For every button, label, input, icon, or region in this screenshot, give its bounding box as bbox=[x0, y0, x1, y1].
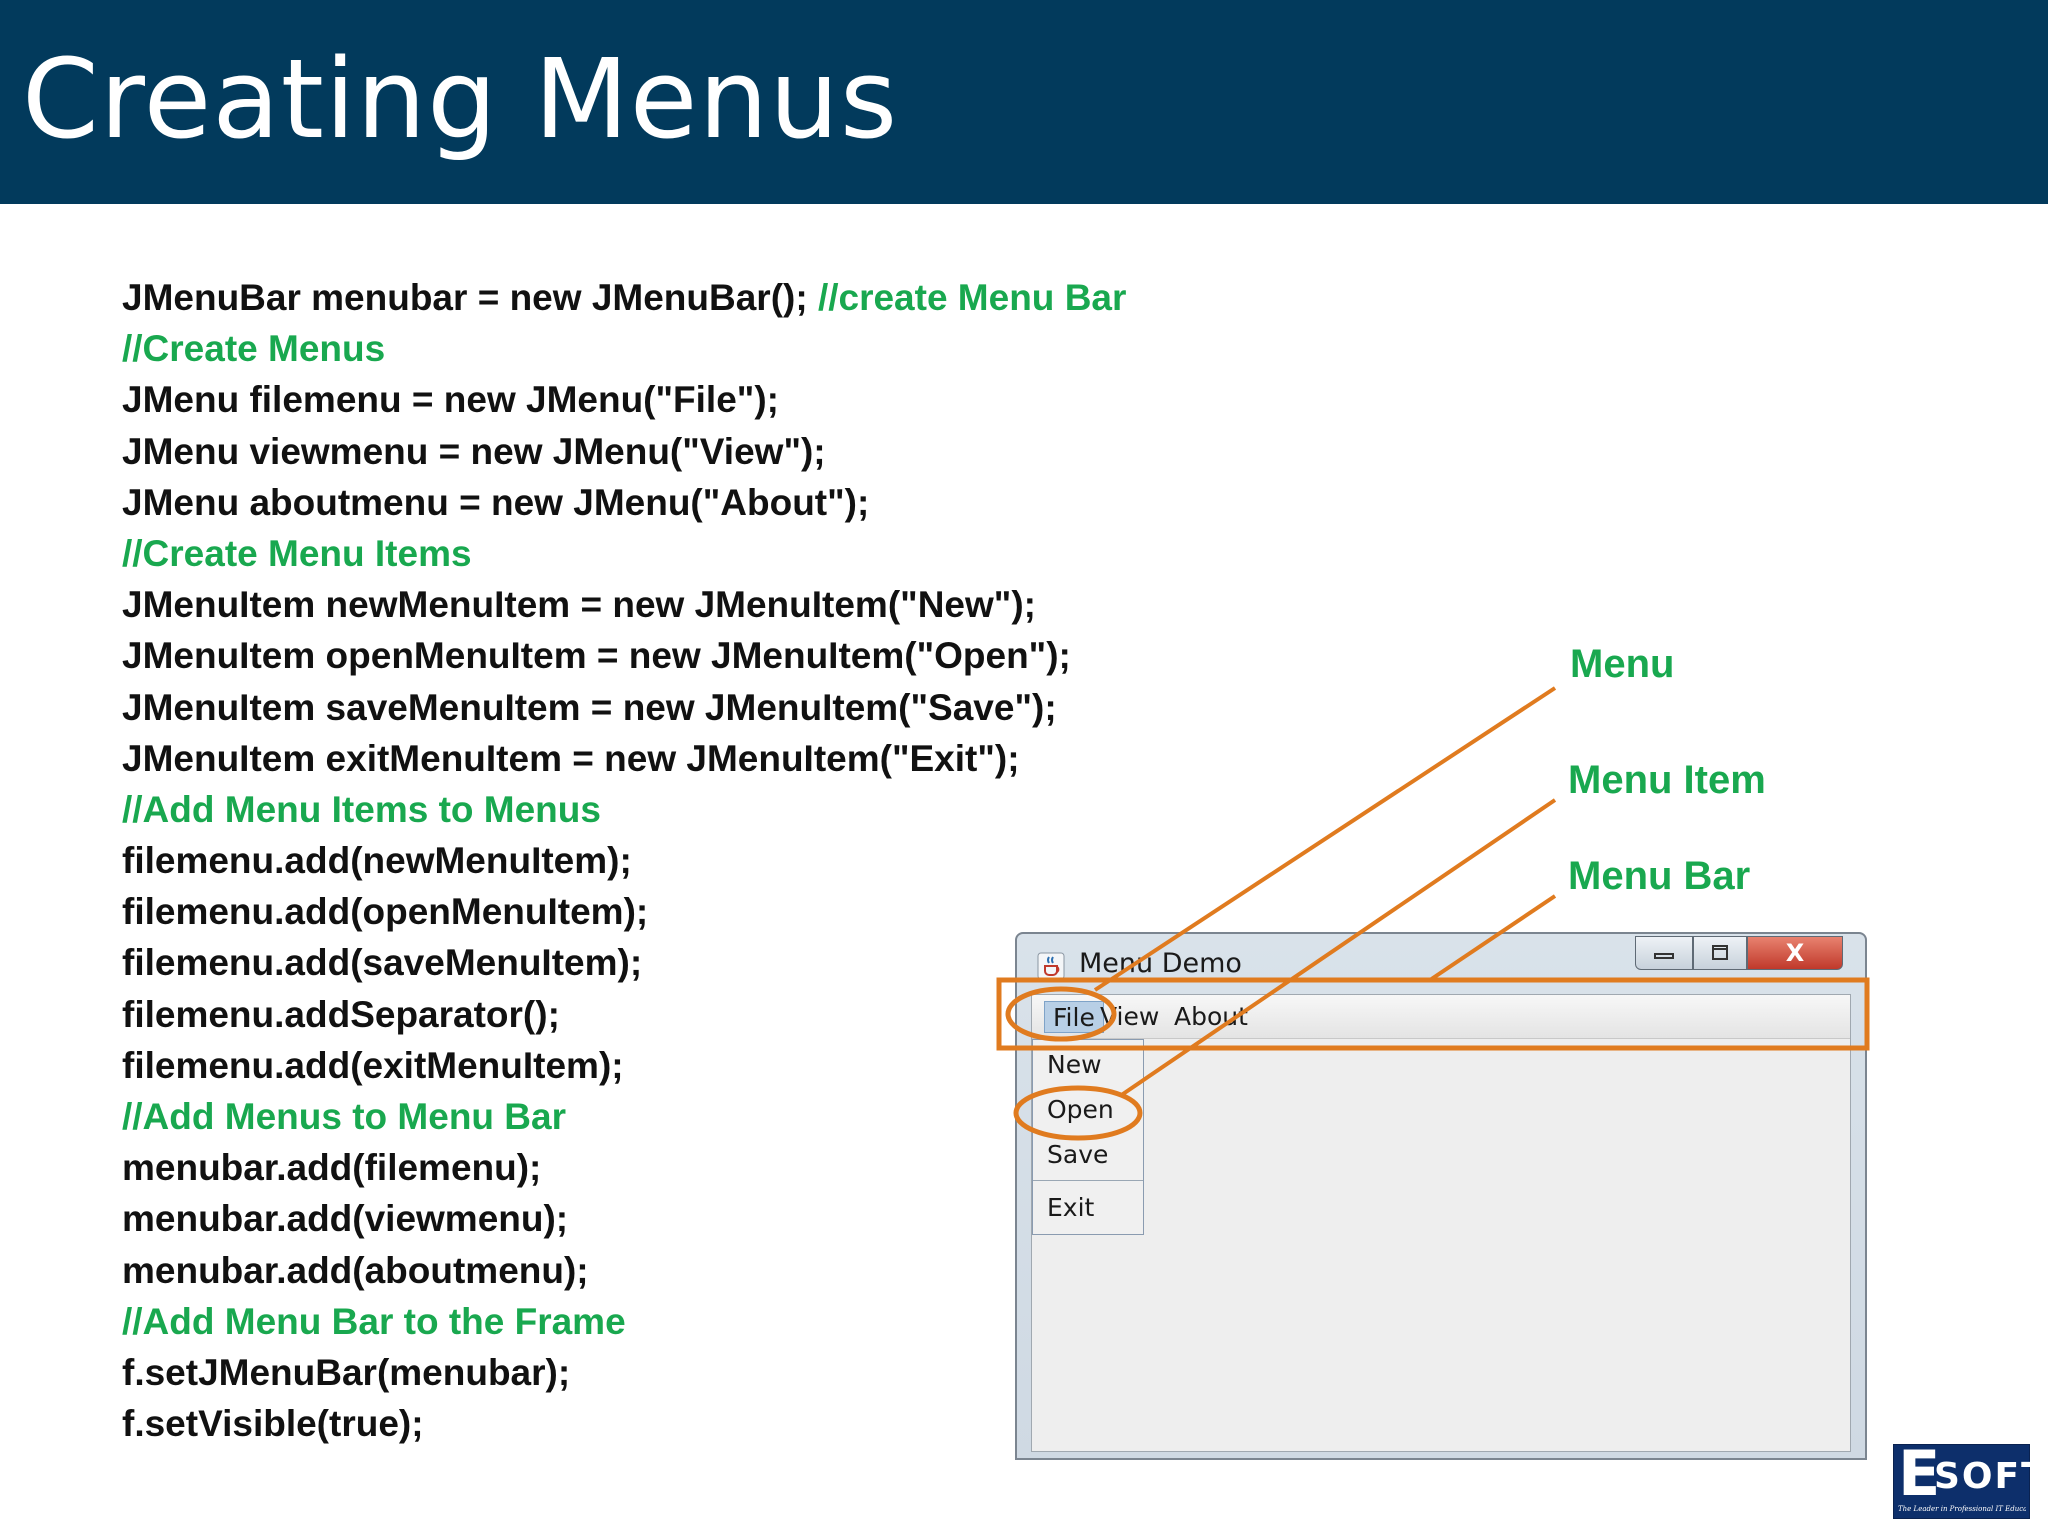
code-line: JMenuItem openMenuItem = new JMenuItem("… bbox=[122, 630, 1126, 681]
logo-letter: E bbox=[1898, 1437, 1941, 1510]
maximize-button[interactable] bbox=[1693, 936, 1747, 970]
code-line: JMenuItem saveMenuItem = new JMenuItem("… bbox=[122, 682, 1126, 733]
menu-separator bbox=[1033, 1180, 1143, 1181]
esoft-logo: E SOFT The Leader in Professional IT Edu… bbox=[1893, 1437, 2046, 1519]
slide-header: Creating Menus bbox=[0, 0, 2048, 204]
callout-menu-item-label: Menu Item bbox=[1568, 758, 1766, 802]
java-cup-icon bbox=[1037, 952, 1065, 980]
menu-demo-window: Menu Demo X File View About New Open Sav… bbox=[1015, 932, 1867, 1460]
code-line: filemenu.addSeparator(); bbox=[122, 989, 1126, 1040]
minimize-button[interactable] bbox=[1635, 936, 1693, 970]
code-text: JMenuItem openMenuItem = new JMenuItem("… bbox=[122, 635, 1071, 677]
code-line: JMenu filemenu = new JMenu("File"); bbox=[122, 374, 1126, 425]
code-text: JMenu aboutmenu = new JMenu("About"); bbox=[122, 481, 870, 523]
menu-item-save[interactable]: Save bbox=[1047, 1140, 1109, 1169]
code-block: JMenuBar menubar = new JMenuBar(); //cre… bbox=[122, 272, 1126, 1449]
callout-menu-label: Menu bbox=[1570, 642, 1675, 686]
code-text: menubar.add(filemenu); bbox=[122, 1147, 542, 1189]
code-line: filemenu.add(openMenuItem); bbox=[122, 886, 1126, 937]
code-text: filemenu.add(exitMenuItem); bbox=[122, 1044, 624, 1086]
code-comment: //Create Menus bbox=[122, 328, 386, 370]
code-comment: //Create Menu Items bbox=[122, 532, 472, 574]
code-text: filemenu.add(openMenuItem); bbox=[122, 891, 649, 933]
code-text: filemenu.add(saveMenuItem); bbox=[122, 942, 643, 984]
code-line: filemenu.add(saveMenuItem); bbox=[122, 937, 1126, 988]
code-line: f.setJMenuBar(menubar); bbox=[122, 1347, 1126, 1398]
code-text: JMenu filemenu = new JMenu("File"); bbox=[122, 379, 779, 421]
code-line: menubar.add(filemenu); bbox=[122, 1142, 1126, 1193]
code-text: JMenu viewmenu = new JMenu("View"); bbox=[122, 430, 826, 472]
code-text: filemenu.add(newMenuItem); bbox=[122, 840, 632, 882]
menu-item-open[interactable]: Open bbox=[1047, 1095, 1114, 1124]
window-client-area: File View About New Open Save Exit bbox=[1031, 994, 1851, 1452]
code-line: menubar.add(aboutmenu); bbox=[122, 1245, 1126, 1296]
code-text: JMenuItem newMenuItem = new JMenuItem("N… bbox=[122, 584, 1036, 626]
minimize-icon bbox=[1654, 953, 1674, 959]
code-text: JMenuItem saveMenuItem = new JMenuItem("… bbox=[122, 686, 1057, 728]
code-text: f.setVisible(true); bbox=[122, 1403, 424, 1445]
menu-item-exit[interactable]: Exit bbox=[1047, 1193, 1095, 1222]
code-line: //Create Menus bbox=[122, 323, 1126, 374]
code-text: f.setJMenuBar(menubar); bbox=[122, 1351, 571, 1393]
menu-view[interactable]: View bbox=[1100, 1002, 1160, 1031]
code-line: //Add Menu Bar to the Frame bbox=[122, 1296, 1126, 1347]
code-text: menubar.add(aboutmenu); bbox=[122, 1249, 589, 1291]
code-text: JMenuItem exitMenuItem = new JMenuItem("… bbox=[122, 737, 1020, 779]
code-comment: //create Menu Bar bbox=[817, 277, 1127, 318]
menu-bar: File View About bbox=[1032, 995, 1850, 1039]
file-menu-dropdown: New Open Save Exit bbox=[1032, 1039, 1144, 1235]
code-line: f.setVisible(true); bbox=[122, 1398, 1126, 1449]
slide-title: Creating Menus bbox=[22, 35, 899, 163]
close-icon: X bbox=[1785, 939, 1805, 967]
code-line: //Add Menus to Menu Bar bbox=[122, 1091, 1126, 1142]
maximize-icon bbox=[1712, 945, 1728, 960]
menu-about[interactable]: About bbox=[1174, 1002, 1248, 1031]
code-line: JMenuItem exitMenuItem = new JMenuItem("… bbox=[122, 733, 1126, 784]
code-text: JMenuBar menubar = new JMenuBar(); bbox=[122, 277, 818, 318]
code-line: JMenuItem newMenuItem = new JMenuItem("N… bbox=[122, 579, 1126, 630]
code-comment: //Add Menu Items to Menus bbox=[122, 788, 601, 830]
code-text: menubar.add(viewmenu); bbox=[122, 1198, 569, 1240]
code-comment: //Add Menu Bar to the Frame bbox=[122, 1300, 626, 1342]
code-comment: //Add Menus to Menu Bar bbox=[122, 1096, 566, 1137]
callout-menu-bar-label: Menu Bar bbox=[1568, 854, 1751, 898]
window-title: Menu Demo bbox=[1079, 948, 1242, 979]
code-line: filemenu.add(newMenuItem); bbox=[122, 835, 1126, 886]
logo-text: SOFT bbox=[1934, 1456, 2048, 1497]
code-line: filemenu.add(exitMenuItem); bbox=[122, 1040, 1126, 1091]
close-button[interactable]: X bbox=[1747, 936, 1843, 970]
code-line: JMenuBar menubar = new JMenuBar(); //cre… bbox=[122, 272, 1126, 323]
code-text: filemenu.addSeparator(); bbox=[122, 993, 560, 1035]
code-line: JMenu viewmenu = new JMenu("View"); bbox=[122, 426, 1126, 477]
logo-tagline: The Leader in Professional IT Education bbox=[1898, 1505, 2026, 1513]
code-line: //Create Menu Items bbox=[122, 528, 1126, 579]
menu-item-new[interactable]: New bbox=[1047, 1050, 1102, 1079]
code-line: //Add Menu Items to Menus bbox=[122, 784, 1126, 835]
code-line: menubar.add(viewmenu); bbox=[122, 1193, 1126, 1244]
code-line: JMenu aboutmenu = new JMenu("About"); bbox=[122, 477, 1126, 528]
